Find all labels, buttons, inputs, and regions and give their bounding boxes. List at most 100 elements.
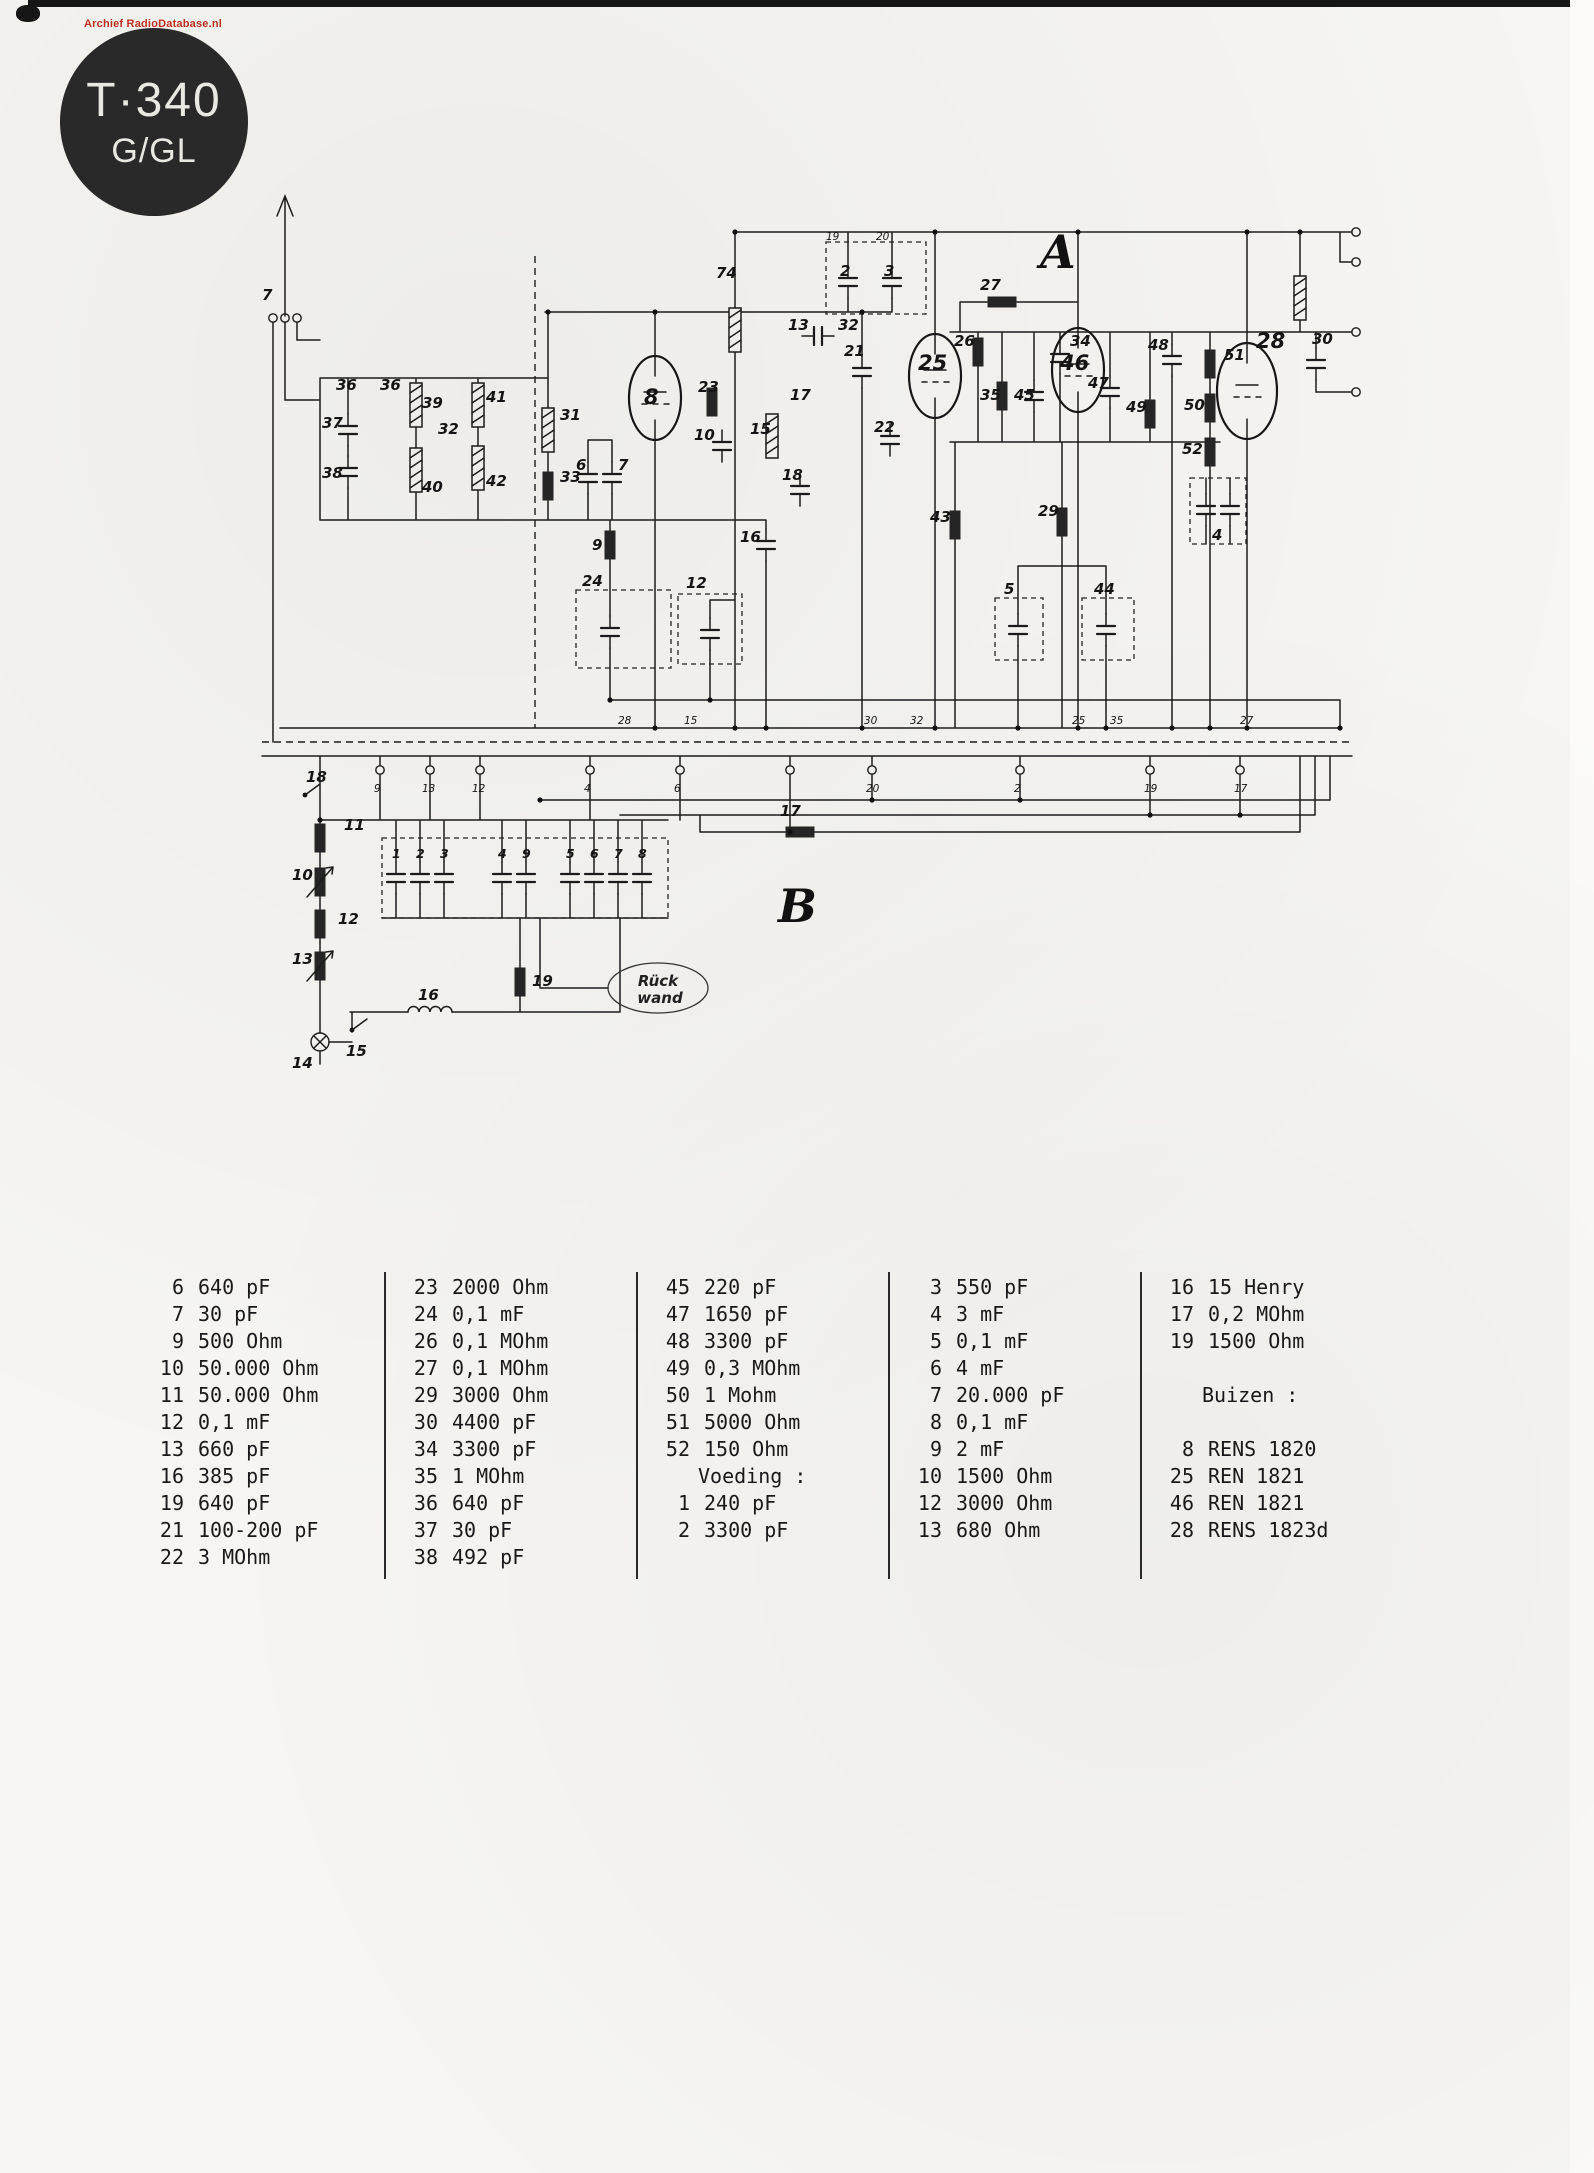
component-label: 21: [844, 342, 865, 360]
component-label: 7: [614, 846, 623, 861]
component-label: 2: [1014, 783, 1021, 795]
component-label: 18: [306, 768, 327, 786]
part-number: 10: [159, 1356, 184, 1380]
component-label: 30: [1312, 330, 1333, 348]
part-number: 36: [413, 1491, 438, 1515]
part-value: 0,1 mF: [452, 1302, 525, 1326]
component-label: 6: [590, 846, 599, 861]
component-label: 19: [1144, 783, 1158, 795]
part-value: 1 Mohm: [704, 1383, 777, 1407]
component-label: 19: [532, 972, 553, 990]
component-label: 3: [440, 846, 449, 861]
part-number: 23: [413, 1275, 438, 1299]
part-number: 12: [159, 1410, 184, 1434]
part-number: 47: [665, 1302, 690, 1326]
part-value: 50.000 Ohm: [198, 1383, 319, 1407]
part-number: 7: [171, 1302, 184, 1326]
part-value: 1500 Ohm: [1208, 1329, 1305, 1353]
section-a-label: A: [1036, 225, 1076, 279]
part-number: 37: [413, 1518, 438, 1542]
component-label: 4: [497, 846, 507, 861]
component-label: 24: [582, 572, 603, 590]
part-value: 680 Ohm: [956, 1518, 1041, 1542]
component-label: 2: [840, 262, 850, 280]
part-number: 50: [665, 1383, 690, 1407]
parts-row: 2 3300 pF: [652, 1517, 888, 1544]
parts-row: Buizen :: [1202, 1383, 1299, 1407]
part-value: 0,3 MOhm: [704, 1356, 801, 1380]
component-label: 28: [618, 715, 632, 727]
part-number: 46: [1169, 1491, 1194, 1515]
part-value: 660 pF: [198, 1437, 271, 1461]
part-value: 20.000 pF: [956, 1383, 1065, 1407]
part-value: 4 mF: [956, 1356, 1005, 1380]
component-label: 7: [618, 456, 629, 474]
part-value: 4400 pF: [452, 1410, 537, 1434]
model-badge: T·340 G/GL: [60, 28, 248, 216]
component-label: 5: [1004, 580, 1014, 598]
component-label: 8: [638, 846, 647, 861]
component-label: 48: [1147, 336, 1169, 354]
component-label: 37: [322, 414, 343, 432]
component-label: 15: [346, 1042, 367, 1060]
component-label: 6: [576, 456, 586, 474]
component-label: 52: [1182, 440, 1203, 458]
archive-watermark: Archief RadioDatabase.nl: [84, 18, 223, 30]
part-number: 17: [1169, 1302, 1194, 1326]
component-label: 18: [782, 466, 803, 484]
part-number: 9: [171, 1329, 184, 1353]
part-value: 30 pF: [452, 1518, 513, 1542]
component-label: 42: [485, 472, 507, 490]
component-label: 40: [421, 478, 443, 496]
parts-row: 50 1 Mohm: [652, 1382, 888, 1409]
part-value: 3300 pF: [704, 1518, 789, 1542]
section-divider-dashed: [262, 256, 1352, 743]
part-value: 2 mF: [956, 1437, 1005, 1461]
ruckwand-label-line2: wand: [637, 989, 683, 1007]
component-label: 17: [790, 386, 811, 404]
part-value: 50.000 Ohm: [198, 1356, 319, 1380]
part-value: 3300 pF: [704, 1329, 789, 1353]
component-label: 28: [1256, 329, 1285, 353]
component-label: 33: [560, 468, 581, 486]
part-number: 25: [1169, 1464, 1194, 1488]
component-label: 74: [716, 264, 737, 282]
part-number: 16: [159, 1464, 184, 1488]
component-label: 12: [338, 910, 359, 928]
component-label: 17: [1234, 783, 1248, 795]
part-number: 2: [677, 1518, 690, 1542]
scan-edge-blob: [16, 5, 40, 22]
component-label: 20: [866, 783, 880, 795]
component-label: 13: [422, 783, 435, 795]
part-value: 3 mF: [956, 1302, 1005, 1326]
part-value: 240 pF: [704, 1491, 777, 1515]
component-label: 27: [1240, 715, 1254, 727]
component-label: 32: [838, 316, 859, 334]
part-value: 640 pF: [198, 1275, 271, 1299]
part-number: 52: [665, 1437, 690, 1461]
component-label: 35: [1110, 715, 1124, 727]
component-label: 25: [918, 351, 947, 375]
parts-row: Voeding :: [698, 1464, 807, 1488]
schematic-glyphs: [268, 227, 1361, 1052]
component-label: 39: [422, 394, 443, 412]
part-value: 385 pF: [198, 1464, 271, 1488]
